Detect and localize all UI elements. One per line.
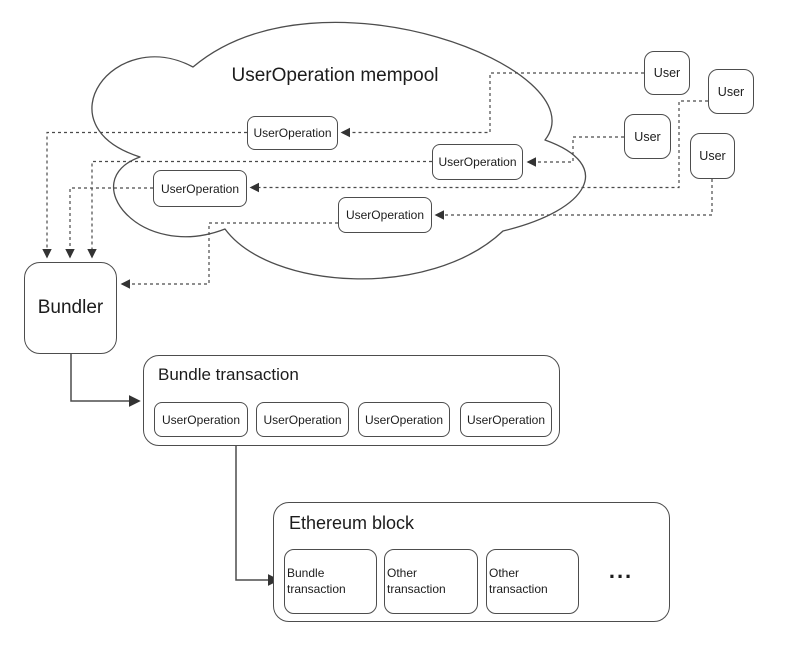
bundle-userop-box: UserOperation — [154, 402, 248, 437]
mempool-userop-box: UserOperation — [432, 144, 523, 180]
mempool-cloud-outline — [91, 21, 587, 280]
connector-user3-to-userop2 — [526, 136, 624, 167]
bundle-userop-box: UserOperation — [256, 402, 349, 437]
connector-userop2-to-bundler — [87, 160, 432, 259]
connector-user4-to-userop4 — [434, 179, 713, 220]
ethereum-block-tx-box: Other transaction — [486, 549, 579, 614]
connector-bundle-transaction-to-ethereum-block — [235, 446, 280, 586]
mempool-userop-box: UserOperation — [153, 170, 247, 207]
connector-bundler-to-bundle-transaction — [70, 354, 141, 407]
bundle-transaction-container: Bundle transaction UserOperation UserOpe… — [143, 355, 560, 446]
bundle-transaction-title: Bundle transaction — [158, 365, 299, 384]
connector-user2-to-userop3 — [249, 100, 708, 193]
mempool-userop-box: UserOperation — [338, 197, 432, 233]
ethereum-block-title: Ethereum block — [289, 513, 415, 533]
more-transactions-ellipsis: ... — [608, 558, 634, 583]
user-box: User — [708, 69, 754, 114]
bundler-box: Bundler — [24, 262, 117, 354]
connector-userop3-to-bundler — [65, 187, 153, 259]
ethereum-block-container: Ethereum block Bundle transaction Other … — [273, 502, 670, 622]
ethereum-block-tx-box: Bundle transaction — [284, 549, 377, 614]
user-box: User — [644, 51, 690, 95]
bundle-userop-box: UserOperation — [460, 402, 552, 437]
user-box: User — [690, 133, 735, 179]
mempool-userop-box: UserOperation — [247, 116, 338, 150]
mempool-title: UserOperation mempool — [231, 65, 439, 86]
connector-userop1-to-bundler — [42, 131, 247, 259]
bundle-userop-box: UserOperation — [358, 402, 450, 437]
user-box: User — [624, 114, 671, 159]
ethereum-block-tx-box: Other transaction — [384, 549, 478, 614]
